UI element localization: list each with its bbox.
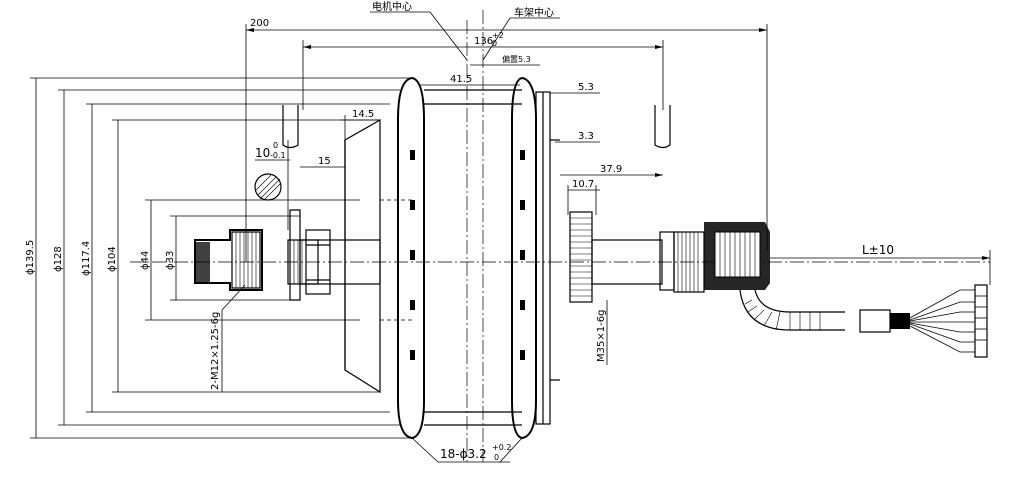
dim-136-tol-label: +2 (492, 31, 504, 40)
dim-15-label: 15 (318, 156, 331, 167)
dim-136-tol-low-label: 0 (492, 39, 497, 48)
dim-37-9-label: 37.9 (600, 164, 622, 175)
dia-117-4-label: ϕ117.4 (81, 241, 92, 276)
dia-44-label: ϕ44 (140, 251, 151, 270)
holes-tol-low-label: 0 (494, 453, 499, 462)
motor-center-label: 电机中心 (372, 0, 412, 13)
motor-body (344, 77, 560, 439)
dim-5-3-label: 5.3 (578, 82, 594, 93)
dia-33-label: ϕ33 (165, 251, 176, 270)
dim-136-label: 136 (474, 36, 493, 47)
diameter-dimensions (30, 77, 412, 439)
dia-104-label: ϕ104 (107, 246, 118, 272)
thread-right-label: M35×1-6g (596, 310, 607, 362)
dim-10-7-label: 10.7 (572, 179, 594, 190)
top-dimensions (245, 11, 768, 262)
dim-3-3-label: 3.3 (578, 131, 594, 142)
bottom-leader (411, 437, 523, 463)
dim-10-tol-up-label: 0 (273, 141, 278, 150)
dim-10-tol-low-label: -0.1 (270, 151, 286, 160)
dim-200-label: 200 (250, 18, 269, 29)
cable-length-label: L±10 (862, 243, 894, 257)
thread-left-label: 2-M12×1.25-6g (210, 312, 221, 390)
dim-14-5-label: 14.5 (352, 109, 374, 120)
dia-139-5-label: ϕ139.5 (25, 240, 36, 275)
holes-tol-up-label: +0.2 (492, 443, 511, 452)
offset-label: 偏置5.3 (502, 54, 531, 64)
holes-label: 18-ϕ3.2 (440, 447, 487, 461)
left-axle (194, 105, 381, 301)
dim-10-label: 10 (255, 146, 270, 160)
right-axle (569, 105, 991, 358)
dia-128-label: ϕ128 (53, 246, 64, 272)
frame-center-label: 车架中心 (514, 6, 554, 19)
dim-41-5-label: 41.5 (450, 74, 472, 85)
